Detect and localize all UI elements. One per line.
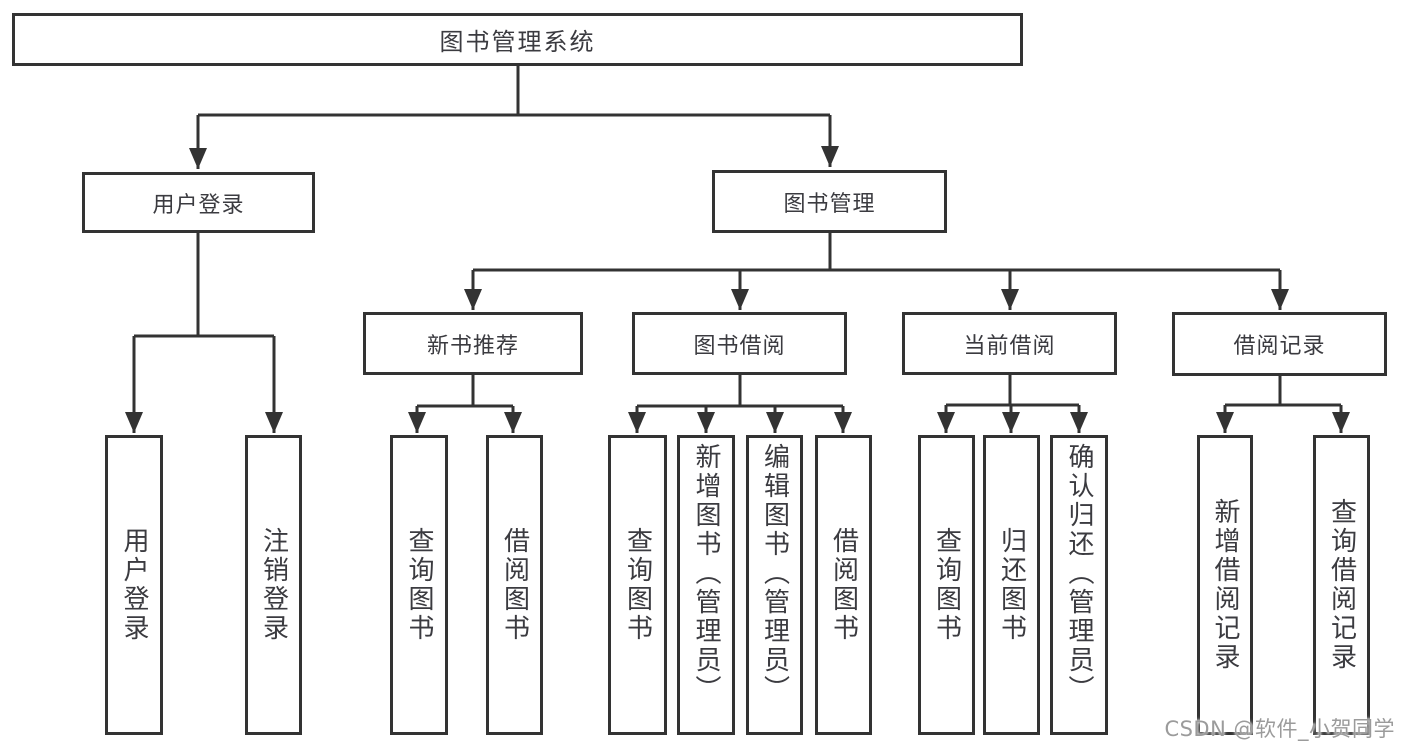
- node-borrow-records: 借阅记录: [1172, 312, 1387, 376]
- leaf-label: 编辑图书（管理员）: [759, 443, 790, 704]
- leaf-label: 借阅图书: [499, 527, 530, 643]
- node-label: 用户登录: [152, 192, 245, 218]
- leaf-borrow-books-recommend: 借阅图书: [486, 435, 543, 735]
- leaf-query-books-current: 查询图书: [918, 435, 975, 735]
- leaf-label: 查询借阅记录: [1326, 498, 1357, 672]
- node-label: 图书管理: [783, 191, 876, 217]
- node-user-login: 用户登录: [82, 172, 315, 233]
- leaf-edit-book-admin: 编辑图书（管理员）: [746, 435, 803, 735]
- leaf-query-books-recommend: 查询图书: [390, 435, 448, 735]
- node-current-borrow: 当前借阅: [902, 312, 1117, 375]
- leaf-user-login: 用户登录: [105, 435, 163, 735]
- node-label: 图书管理系统: [439, 28, 596, 56]
- leaf-label: 借阅图书: [828, 527, 859, 643]
- leaf-confirm-return-admin: 确认归还（管理员）: [1050, 435, 1108, 735]
- leaf-label: 查询图书: [931, 527, 962, 643]
- node-label: 当前借阅: [963, 333, 1056, 359]
- leaf-borrow-books: 借阅图书: [815, 435, 872, 735]
- leaf-query-borrow-record: 查询借阅记录: [1313, 435, 1370, 735]
- csdn-watermark: CSDN @软件_小贺同学: [1164, 717, 1395, 741]
- leaf-label: 注销登录: [258, 527, 289, 643]
- node-book-borrow: 图书借阅: [632, 312, 847, 375]
- leaf-return-books: 归还图书: [983, 435, 1040, 735]
- leaf-label: 查询图书: [404, 527, 434, 643]
- leaf-label: 用户登录: [119, 527, 149, 643]
- leaf-label: 查询图书: [622, 527, 653, 643]
- node-book-management: 图书管理: [712, 170, 947, 233]
- node-label: 图书借阅: [693, 333, 786, 359]
- leaf-logout: 注销登录: [245, 435, 302, 735]
- leaf-query-books-borrow: 查询图书: [608, 435, 667, 735]
- node-library-management-system: 图书管理系统: [12, 13, 1023, 66]
- node-new-book-recommend: 新书推荐: [363, 312, 583, 375]
- leaf-label: 新增图书（管理员）: [691, 443, 721, 704]
- leaf-label: 新增借阅记录: [1210, 498, 1240, 672]
- node-label: 借阅记录: [1233, 334, 1326, 359]
- node-label: 新书推荐: [426, 333, 519, 359]
- leaf-label: 确认归还（管理员）: [1064, 443, 1094, 704]
- leaf-add-book-admin: 新增图书（管理员）: [677, 435, 735, 735]
- leaf-add-borrow-record: 新增借阅记录: [1197, 435, 1253, 735]
- leaf-label: 归还图书: [996, 527, 1027, 643]
